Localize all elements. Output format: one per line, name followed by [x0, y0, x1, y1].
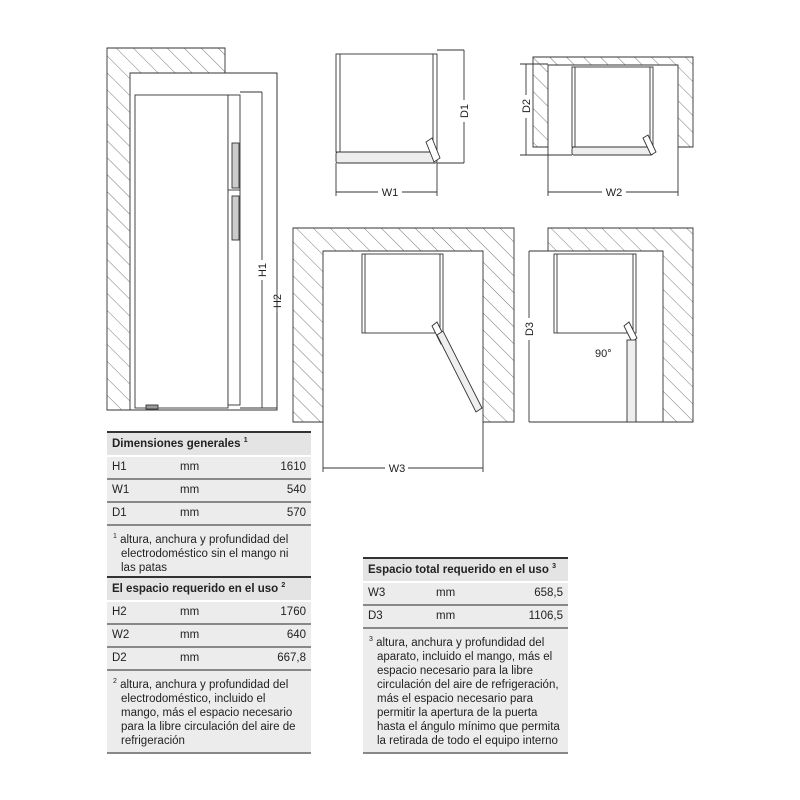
- label-h2: H2: [272, 294, 284, 308]
- top-view-w3-door-open: [292, 227, 515, 472]
- top-view-w1-d1: [335, 49, 465, 196]
- label-w3: W3: [389, 463, 406, 475]
- label-angle: 90°: [595, 348, 612, 360]
- side-view: [106, 47, 278, 411]
- table-header: Dimensiones generales 1: [107, 433, 311, 457]
- table-header: Espacio total requerido en el uso 3: [363, 559, 568, 583]
- top-view-d3-door-90: [528, 227, 694, 423]
- table-header: El espacio requerido en el uso 2: [107, 578, 311, 602]
- label-h1: H1: [257, 263, 269, 277]
- top-view-w2-d2: [520, 56, 694, 196]
- label-w2: W2: [606, 187, 623, 199]
- label-d2: D2: [521, 99, 533, 113]
- table-footnote: 2 altura, anchura y profundidad del elec…: [113, 678, 296, 747]
- table-footnote: 1 altura, anchura y profundidad del elec…: [113, 533, 289, 574]
- label-d3: D3: [524, 322, 536, 336]
- table-footnote: 3 altura, anchura y profundidad del apar…: [369, 636, 560, 747]
- label-d1: D1: [459, 104, 471, 118]
- label-w1: W1: [382, 187, 399, 199]
